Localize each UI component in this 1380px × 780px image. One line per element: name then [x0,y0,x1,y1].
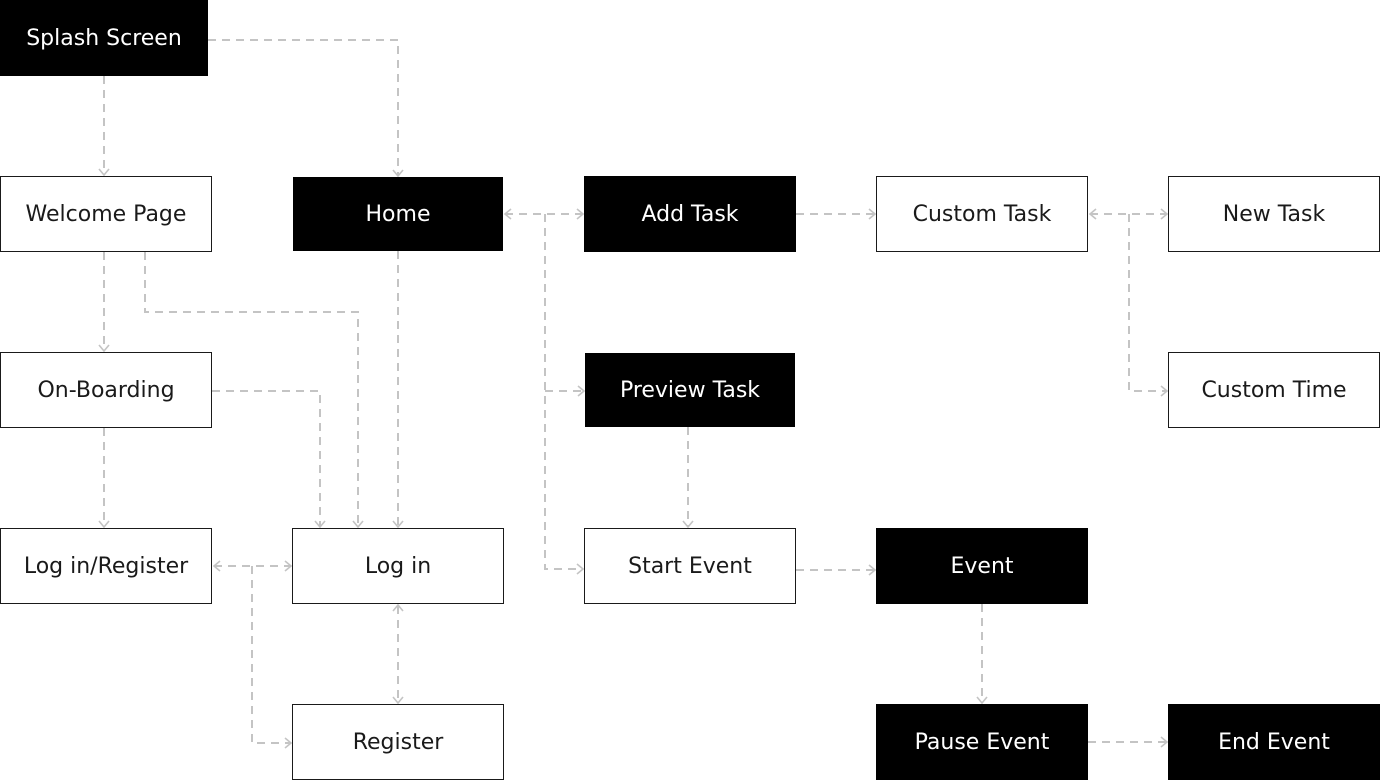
arrowhead [98,520,110,529]
node-add-task[interactable]: Add Task [584,176,796,252]
arrowhead [1160,208,1169,220]
node-pause-event[interactable]: Pause Event [876,704,1088,780]
arrowhead [576,563,585,575]
arrowhead [98,344,110,353]
arrowhead [314,520,326,529]
arrowhead [392,169,404,178]
node-event[interactable]: Event [876,528,1088,604]
node-log-in-register[interactable]: Log in/Register [0,528,212,604]
arrowhead [284,737,293,749]
node-home[interactable]: Home [293,177,503,251]
node-start-event[interactable]: Start Event [584,528,796,604]
arrowhead [392,603,404,612]
arrowhead [98,168,110,177]
connector-logreg-to-register [251,566,290,744]
arrowhead [1088,208,1097,220]
node-new-task[interactable]: New Task [1168,176,1380,252]
arrowhead [577,385,586,397]
connector-onboarding-to-login [212,390,321,526]
arrowhead [1160,736,1169,748]
arrowhead [868,208,877,220]
arrowhead [1160,385,1169,397]
arrowhead [212,560,221,572]
arrowhead [503,208,512,220]
connector-customtask-to-customtime [1128,214,1166,392]
arrowhead [868,564,877,576]
node-log-in[interactable]: Log in [292,528,504,604]
node-custom-task[interactable]: Custom Task [876,176,1088,252]
arrowhead [682,520,694,529]
arrowhead [392,520,404,529]
node-custom-time[interactable]: Custom Time [1168,352,1380,428]
node-on-boarding[interactable]: On-Boarding [0,352,212,428]
node-register[interactable]: Register [292,704,504,780]
arrowhead [576,208,585,220]
arrowhead [976,696,988,705]
node-splash-screen[interactable]: Splash Screen [0,0,208,76]
connector-splash-to-home [208,39,399,175]
connector-home-branch [544,214,582,570]
node-preview-task[interactable]: Preview Task [585,353,795,427]
connector-welcome-to-login [144,252,359,526]
arrowhead [392,696,404,705]
node-end-event[interactable]: End Event [1168,704,1380,780]
arrowhead [284,560,293,572]
arrowhead [352,520,364,529]
node-welcome-page[interactable]: Welcome Page [0,176,212,252]
